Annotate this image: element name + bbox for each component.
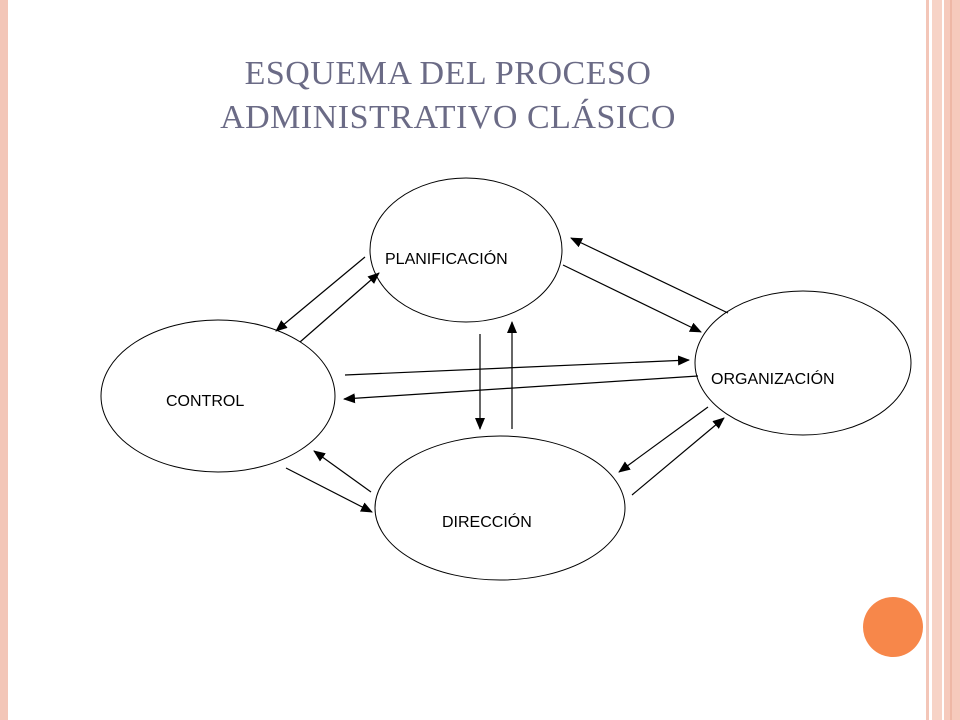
accent-bar-2 [932, 0, 942, 720]
process-diagram: PLANIFICACIÓN ORGANIZACIÓN CONTROL DIREC… [100, 177, 912, 581]
title-line-2: ADMINISTRATIVO CLÁSICO [220, 99, 676, 136]
node-direccion-label: DIRECCIÓN [442, 512, 532, 531]
node-planificacion-shape [369, 177, 563, 323]
arrow-direccion-to-control [313, 450, 372, 493]
arrow-organizacion-to-control [343, 375, 699, 404]
node-organizacion-shape [694, 290, 912, 436]
node-control-shape [100, 319, 336, 473]
title-line-1: ESQUEMA DEL PROCESO [244, 55, 652, 92]
node-planificacion-label: PLANIFICACIÓN [385, 249, 508, 268]
accent-bar-4 [950, 0, 952, 720]
node-direccion-shape [374, 435, 626, 581]
accent-bar-1 [926, 0, 929, 720]
arrow-organizacion-to-planificacion [570, 237, 729, 314]
arrow-direccion-to-organizacion [631, 417, 725, 496]
arrow-control-to-planificacion [299, 272, 380, 343]
accent-bar-3 [944, 0, 960, 720]
accent-circle [863, 597, 923, 657]
arrow-planificacion-to-organizacion [562, 264, 702, 333]
slide-title: ESQUEMA DEL PROCESO ADMINISTRATIVO CLÁSI… [128, 52, 768, 140]
arrow-control-to-direccion [285, 467, 373, 513]
arrow-organizacion-to-direccion [618, 406, 709, 473]
node-organizacion-label: ORGANIZACIÓN [711, 369, 835, 388]
arrow-planificacion-to-control [275, 256, 366, 332]
arrow-control-to-organizacion [344, 355, 690, 376]
node-control-label: CONTROL [166, 393, 244, 410]
